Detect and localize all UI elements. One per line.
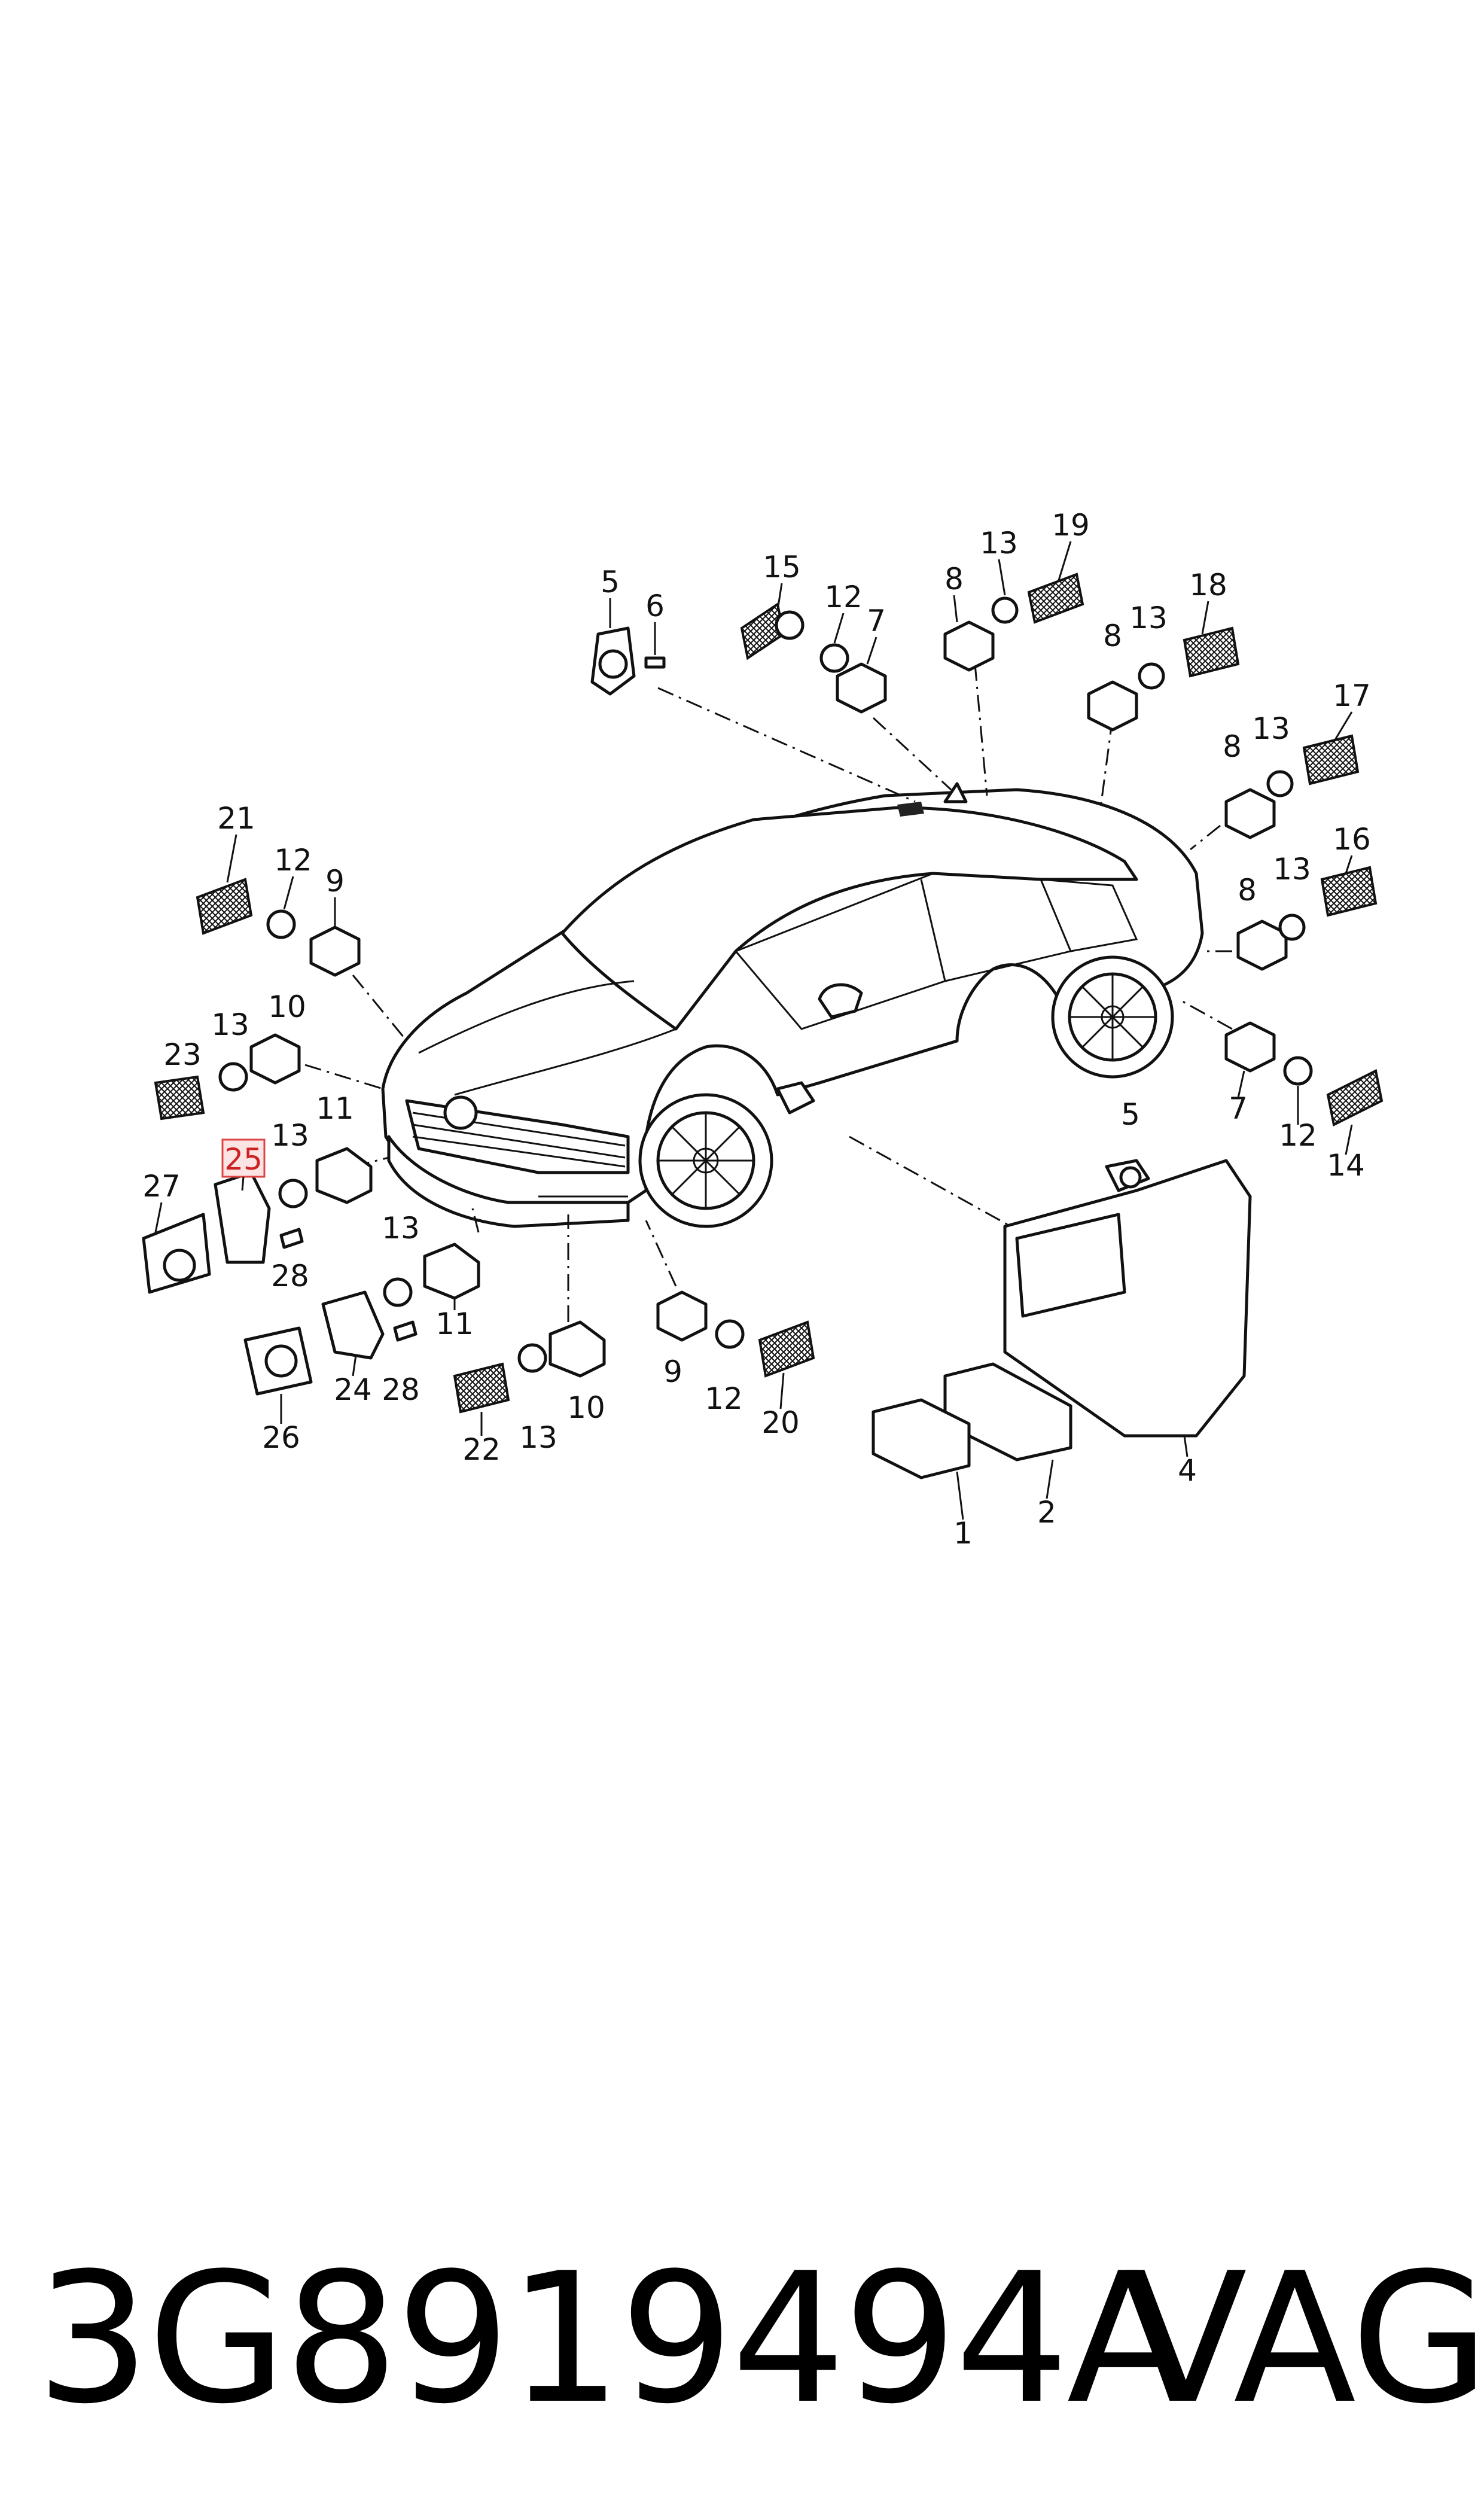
car-illustration	[381, 782, 1204, 1228]
callout-18: 18	[1189, 568, 1227, 602]
callout-24: 24	[334, 1372, 372, 1407]
callout-25: 25	[224, 1142, 263, 1177]
callout-11-front: 11	[435, 1307, 474, 1341]
callout-13-c: 13	[1252, 711, 1290, 746]
callout-10-bot: 10	[567, 1390, 605, 1425]
callout-12-left: 12	[274, 843, 312, 878]
callout-23: 23	[163, 1037, 202, 1072]
callout-8-b: 8	[1103, 619, 1122, 653]
callout-12-top: 12	[824, 580, 863, 614]
callout-28-a: 28	[271, 1259, 309, 1293]
callout-15: 15	[763, 550, 801, 584]
callout-8-a: 8	[944, 562, 964, 596]
callout-10-left: 10	[268, 989, 306, 1024]
callout-17: 17	[1333, 678, 1371, 713]
footer: 3G8919494A VAG	[0, 2249, 1484, 2429]
callout-13-left: 13	[211, 1007, 249, 1042]
callout-12-bot: 12	[705, 1381, 743, 1416]
callout-13-bot: 13	[519, 1420, 557, 1455]
callout-20: 20	[761, 1405, 800, 1440]
callout-5-top: 5	[601, 565, 620, 599]
callout-26: 26	[262, 1420, 300, 1455]
callout-11-left: 11	[316, 1091, 354, 1126]
callout-27: 27	[142, 1169, 181, 1204]
callout-labels: 5 6 15 12 7 8 13 19 18 8 13 17 8 13 16 8…	[142, 508, 1371, 1551]
highlight-callout-25: 25	[221, 1138, 266, 1178]
part-number: 3G8919494A	[36, 2234, 1190, 2443]
callout-5-ctrl: 5	[1121, 1097, 1140, 1132]
callout-4: 4	[1178, 1453, 1197, 1488]
callout-13-front: 13	[382, 1211, 420, 1246]
callout-1: 1	[953, 1516, 973, 1551]
part-glyphs	[142, 573, 1384, 1479]
callout-8-c: 8	[1223, 729, 1242, 764]
callout-28-b: 28	[382, 1372, 420, 1407]
callout-6: 6	[645, 589, 665, 623]
callout-8-d: 8	[1238, 873, 1257, 908]
callout-13-mid: 13	[271, 1118, 309, 1153]
callout-9-bot: 9	[663, 1354, 682, 1389]
callout-21: 21	[217, 801, 255, 836]
callout-22: 22	[462, 1432, 501, 1467]
callout-leaders	[154, 541, 1353, 1520]
parts-diagram: 5 6 15 12 7 8 13 19 18 8 13 17 8 13 16 8…	[142, 508, 1384, 1551]
callout-13-a: 13	[980, 526, 1018, 561]
callout-13-d: 13	[1273, 852, 1311, 887]
callout-16: 16	[1333, 822, 1371, 857]
callout-2: 2	[1037, 1495, 1056, 1530]
callout-13-b: 13	[1129, 601, 1168, 635]
callout-9-left: 9	[325, 864, 345, 899]
callout-19: 19	[1052, 508, 1090, 543]
brand-label: VAG	[1125, 2234, 1484, 2443]
screw-part	[644, 656, 666, 669]
callout-7-top: 7	[867, 604, 886, 638]
